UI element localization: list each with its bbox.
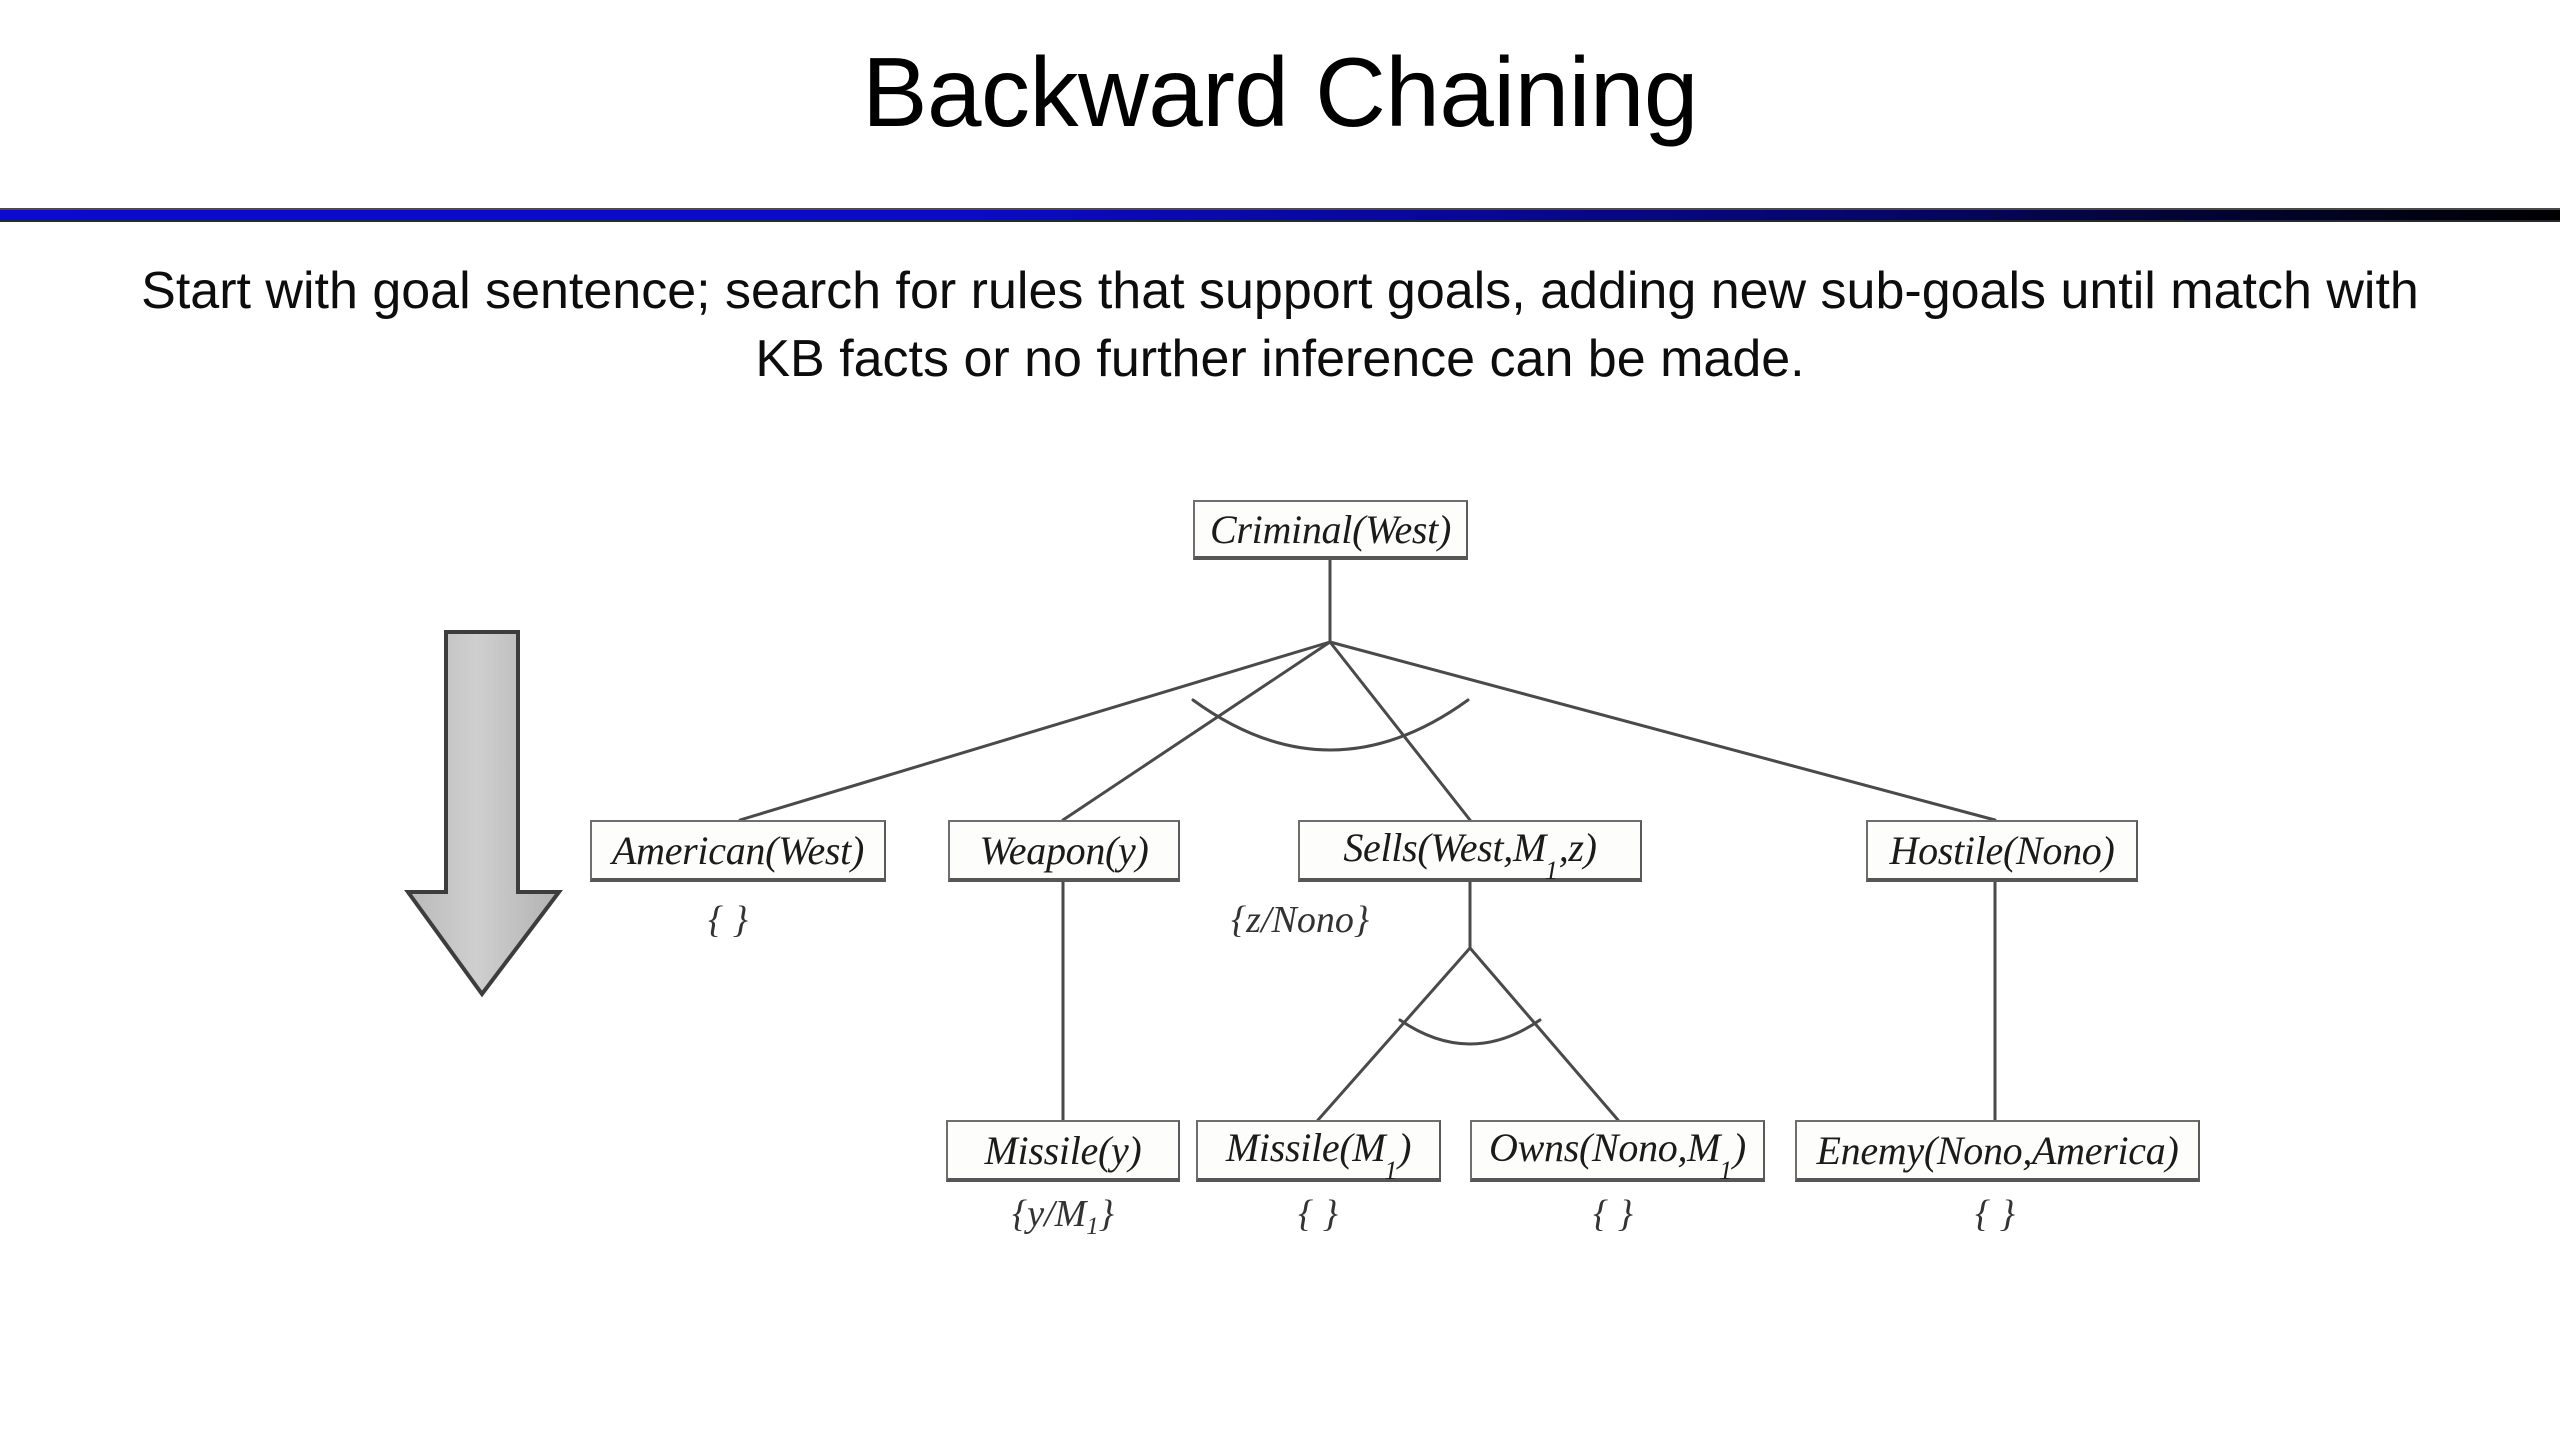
subst-owns: { } <box>1593 1193 1633 1235</box>
slide-subtitle: Start with goal sentence; search for rul… <box>141 262 2419 388</box>
node-label: Sells(West,M1,z) <box>1343 824 1597 885</box>
subst-missile-y: {y/M1} <box>1012 1193 1114 1240</box>
node-label: Missile(y) <box>984 1127 1142 1173</box>
edge-criminal-american <box>738 640 1332 822</box>
edge-sells-owns <box>1468 946 1620 1122</box>
node-label: Missile(M1) <box>1225 1124 1412 1185</box>
node-label: Hostile(Nono) <box>1889 827 2115 873</box>
node-weapon-y[interactable]: Weapon(y) <box>948 820 1180 882</box>
node-sells-west-m1-z[interactable]: Sells(West,M1,z) <box>1298 820 1642 885</box>
edge-sells-missilem1 <box>1316 946 1472 1122</box>
edge-criminal-sells <box>1328 640 1472 822</box>
subst-sells: {z/Nono} <box>1230 899 1370 941</box>
page-title: Backward Chaining <box>862 37 1698 147</box>
title-divider-rule <box>0 208 2560 222</box>
arrow-shape <box>404 630 564 998</box>
edge-criminal-weapon <box>1061 640 1332 822</box>
and-arc-criminal <box>1191 698 1470 752</box>
node-criminal-west[interactable]: Criminal(West) <box>1193 500 1468 560</box>
edge-criminal-hostile <box>1328 640 1997 822</box>
subst-missile-m1: { } <box>1298 1193 1338 1235</box>
node-missile-m1[interactable]: Missile(M1) <box>1196 1120 1441 1185</box>
node-owns-nono-m1[interactable]: Owns(Nono,M1) <box>1470 1120 1765 1185</box>
node-american-west[interactable]: American(West) <box>590 820 886 882</box>
node-missile-y[interactable]: Missile(y) <box>946 1120 1180 1182</box>
node-enemy-nono-america[interactable]: Enemy(Nono,America) <box>1795 1120 2200 1182</box>
node-label: Owns(Nono,M1) <box>1489 1124 1746 1185</box>
subst-enemy: { } <box>1975 1193 2015 1235</box>
node-label: Criminal(West) <box>1210 506 1451 552</box>
node-label: Weapon(y) <box>979 827 1149 873</box>
downward-direction-arrow <box>404 628 564 1000</box>
subst-american-label: { } <box>708 899 748 941</box>
and-arc-sells <box>1398 1018 1542 1046</box>
node-label: Enemy(Nono,America) <box>1816 1127 2179 1173</box>
node-hostile-nono[interactable]: Hostile(Nono) <box>1866 820 2138 882</box>
node-label: American(West) <box>611 827 865 873</box>
